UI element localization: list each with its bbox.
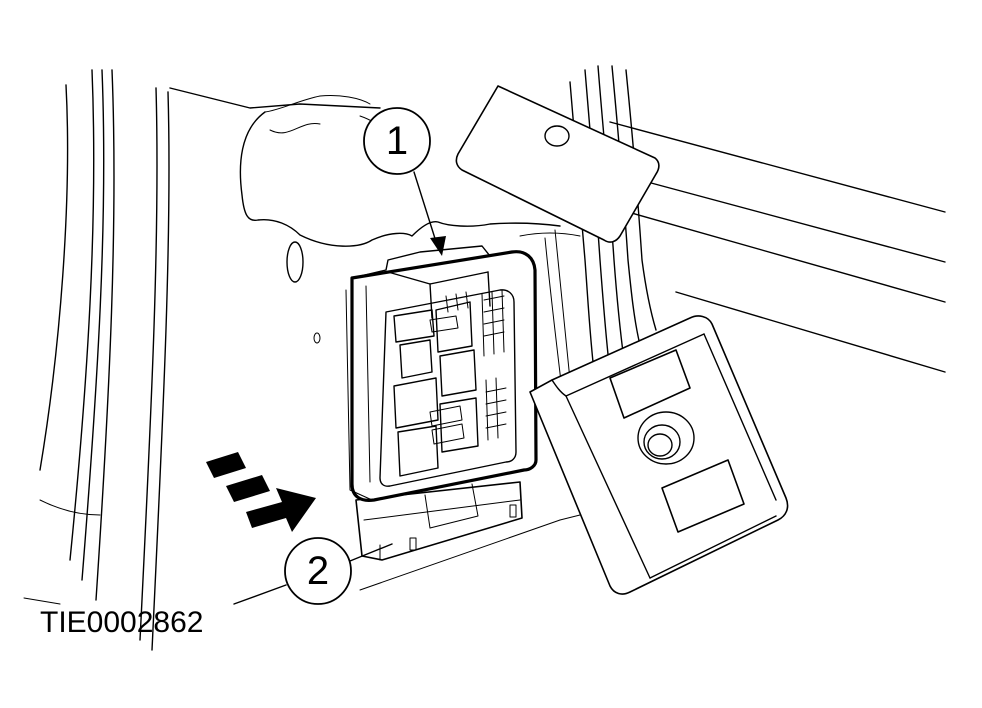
triple-chevron-arrow-icon <box>206 452 316 532</box>
module-label-lower <box>661 459 745 533</box>
callout-2-number: 2 <box>307 549 329 593</box>
hanging-tag <box>455 85 660 243</box>
knob-icon <box>637 411 695 465</box>
callout-1: 1 <box>363 107 446 256</box>
figure-id-label: TIE0002862 <box>40 606 203 639</box>
door-pillar <box>23 69 170 651</box>
callout-1-number: 1 <box>386 119 408 163</box>
trim-panel <box>169 87 946 591</box>
small-hole <box>313 332 321 344</box>
callout-2: 2 <box>233 537 393 605</box>
electronic-module <box>529 315 789 595</box>
relay-cavities <box>393 289 507 477</box>
insulation-pad <box>239 95 561 344</box>
module-label-upper <box>609 349 691 419</box>
slot-hole <box>286 241 304 283</box>
relay-box <box>345 245 538 561</box>
